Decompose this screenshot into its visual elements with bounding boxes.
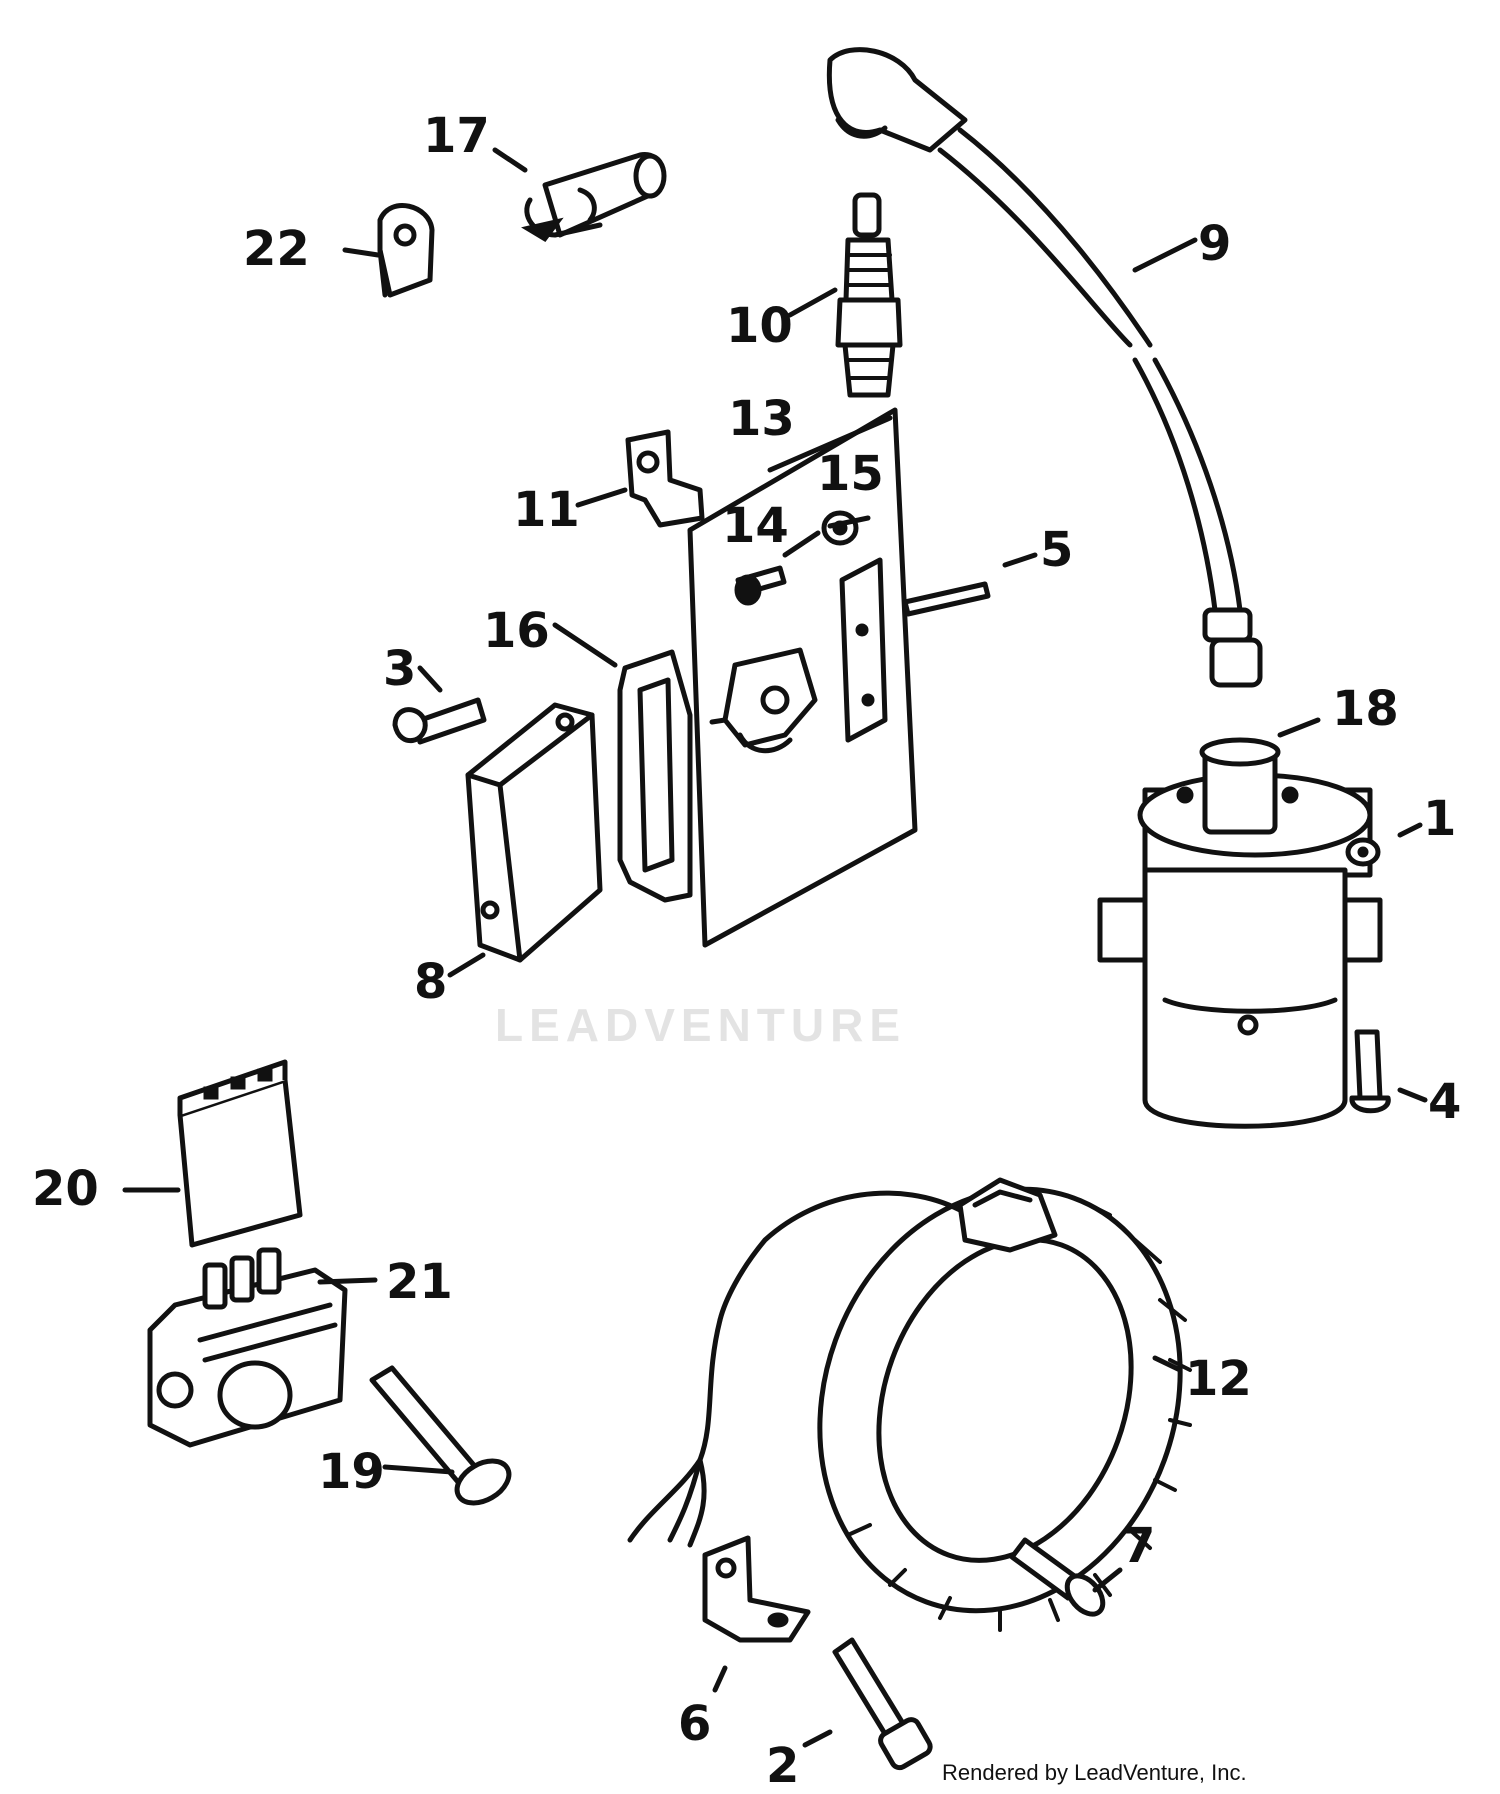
- spark-plug: [835, 192, 903, 398]
- callout-10: 10: [726, 298, 793, 354]
- callout-19: 19: [318, 1444, 385, 1500]
- callout-4: 4: [1428, 1074, 1462, 1130]
- callout-11: 11: [513, 482, 580, 538]
- callout-8: 8: [414, 954, 448, 1010]
- nut: [1345, 837, 1381, 867]
- bolt-2: [832, 1637, 933, 1771]
- condenser: [521, 152, 667, 242]
- callout-15: 15: [817, 446, 884, 502]
- stator: [627, 1177, 1192, 1632]
- callout-12: 12: [1185, 1351, 1252, 1407]
- callout-7: 7: [1122, 1518, 1156, 1574]
- callout-13: 13: [728, 391, 795, 447]
- callout-1: 1: [1423, 791, 1457, 847]
- callout-16: 16: [483, 603, 550, 659]
- bracket: [625, 429, 705, 528]
- callout-20: 20: [32, 1161, 99, 1217]
- callout-6: 6: [678, 1696, 712, 1752]
- watermark: LEADVENTURE: [495, 999, 907, 1051]
- pin: [902, 581, 991, 617]
- connector: [177, 1059, 303, 1248]
- spark-plug-wire: [826, 47, 1263, 688]
- callout-21: 21: [386, 1254, 453, 1310]
- clamp: [702, 1535, 811, 1643]
- screw: [734, 565, 787, 606]
- callout-14: 14: [722, 498, 789, 554]
- voltage-regulator: [147, 1247, 348, 1448]
- clip: [377, 203, 435, 298]
- ignition-coil: [1097, 737, 1383, 1129]
- callout-18: 18: [1332, 681, 1399, 737]
- bolt-4: [1349, 1029, 1391, 1114]
- screw-3: [392, 697, 487, 745]
- callout-22: 22: [243, 221, 310, 277]
- breaker-plate: [687, 407, 918, 948]
- leader-lines: [122, 147, 1428, 1748]
- callout-3: 3: [383, 641, 417, 697]
- callout-2: 2: [766, 1738, 800, 1794]
- bolt-19: [369, 1365, 512, 1506]
- callout-5: 5: [1040, 522, 1074, 578]
- gasket: [617, 649, 693, 903]
- render-credit: Rendered by LeadVenture, Inc.: [942, 1760, 1247, 1785]
- cover: [465, 702, 603, 963]
- callout-9: 9: [1198, 216, 1232, 272]
- callout-17: 17: [423, 108, 490, 164]
- bolt-7: [1009, 1537, 1106, 1617]
